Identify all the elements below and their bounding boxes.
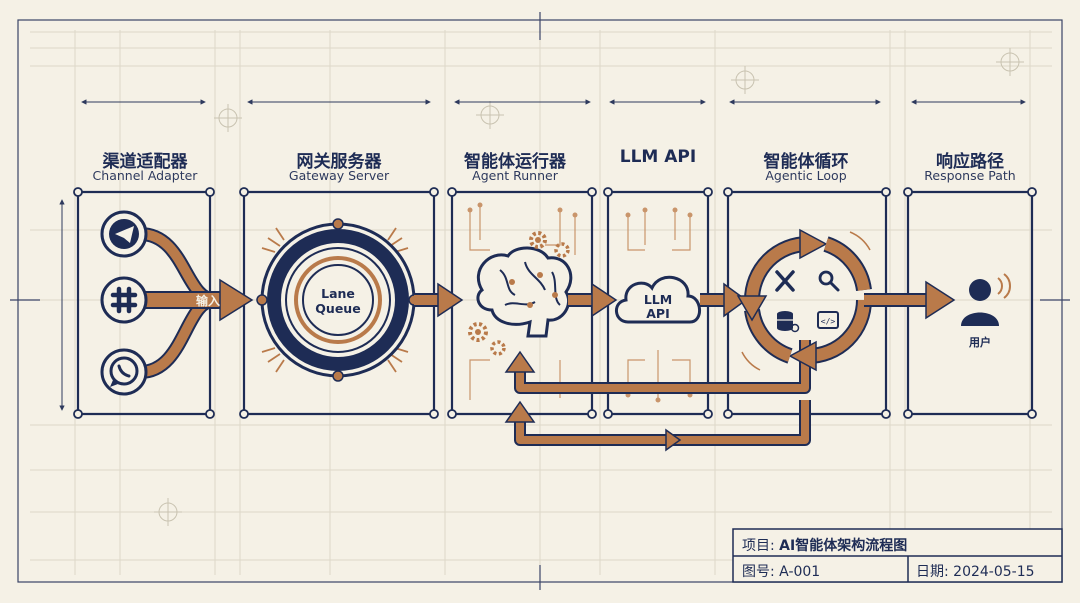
llm-cloud-label-1: LLM (644, 292, 672, 307)
stage-title-channel-adapter: 渠道适配器 (102, 152, 188, 172)
stage-title-gateway-server: 网关服务器 (296, 152, 382, 172)
input-label: 输入 (196, 293, 220, 308)
dimension-lines (59, 99, 1026, 411)
frame-corner-dots (73, 187, 1037, 419)
brain-icon (476, 246, 573, 338)
cloud-icon (615, 275, 701, 324)
user-icon (961, 273, 1011, 326)
stage-title-agent-runner: 智能体运行器 (464, 152, 566, 172)
stage-title-response-path: 响应路径 (936, 152, 1004, 172)
project-label: 项目: (742, 538, 775, 554)
drawing-number-label: 图号: (742, 564, 775, 580)
drawing-number-row: 图号: A-001 (742, 561, 820, 581)
arrow-gateway-to-runner (414, 282, 464, 318)
lane-queue-ring (256, 218, 420, 382)
stage-subtitle-channel-adapter: Channel Adapter (92, 168, 198, 183)
lane-label: Lane (321, 286, 355, 301)
telegram-icon (100, 210, 148, 258)
stage-subtitle-gateway-server: Gateway Server (288, 168, 390, 183)
stage-title-llm-api: LLM API (619, 147, 697, 167)
return-paths (504, 340, 811, 452)
stage-subtitle-agent-runner: Agent Runner (472, 168, 558, 183)
code-icon: </> (817, 311, 839, 329)
stage-subtitle-agentic-loop: Agentic Loop (765, 168, 847, 183)
llm-cloud-label-2: API (646, 306, 670, 321)
date-row: 日期: 2024-05-15 (916, 561, 1035, 581)
loop-arrows (736, 228, 872, 372)
arrow-llm-to-loop (700, 282, 748, 318)
title-block (732, 528, 1063, 583)
database-icon (777, 311, 800, 333)
gear-icon (468, 231, 570, 356)
arrow-runner-to-llm (568, 282, 618, 318)
stage-subtitle-response-path: Response Path (924, 168, 1016, 183)
slack-icon (100, 276, 148, 324)
project-row: 项目: AI智能体架构流程图 (742, 535, 907, 555)
svg-text:</>: </> (821, 317, 836, 326)
search-icon (818, 270, 840, 292)
date-value: 2024-05-15 (953, 564, 1035, 580)
tools-icon (775, 270, 795, 292)
date-label: 日期: (916, 564, 949, 580)
stage-title-agentic-loop: 智能体循环 (763, 152, 849, 172)
project-value: AI智能体架构流程图 (779, 538, 908, 554)
input-ribbons (139, 227, 254, 379)
queue-label: Queue (315, 301, 360, 316)
drawing-number-value: A-001 (779, 564, 821, 580)
whatsapp-icon (100, 348, 148, 396)
user-label: 用户 (969, 335, 991, 349)
crosshair-marks (154, 48, 1024, 526)
arrow-loop-to-response (864, 280, 956, 320)
